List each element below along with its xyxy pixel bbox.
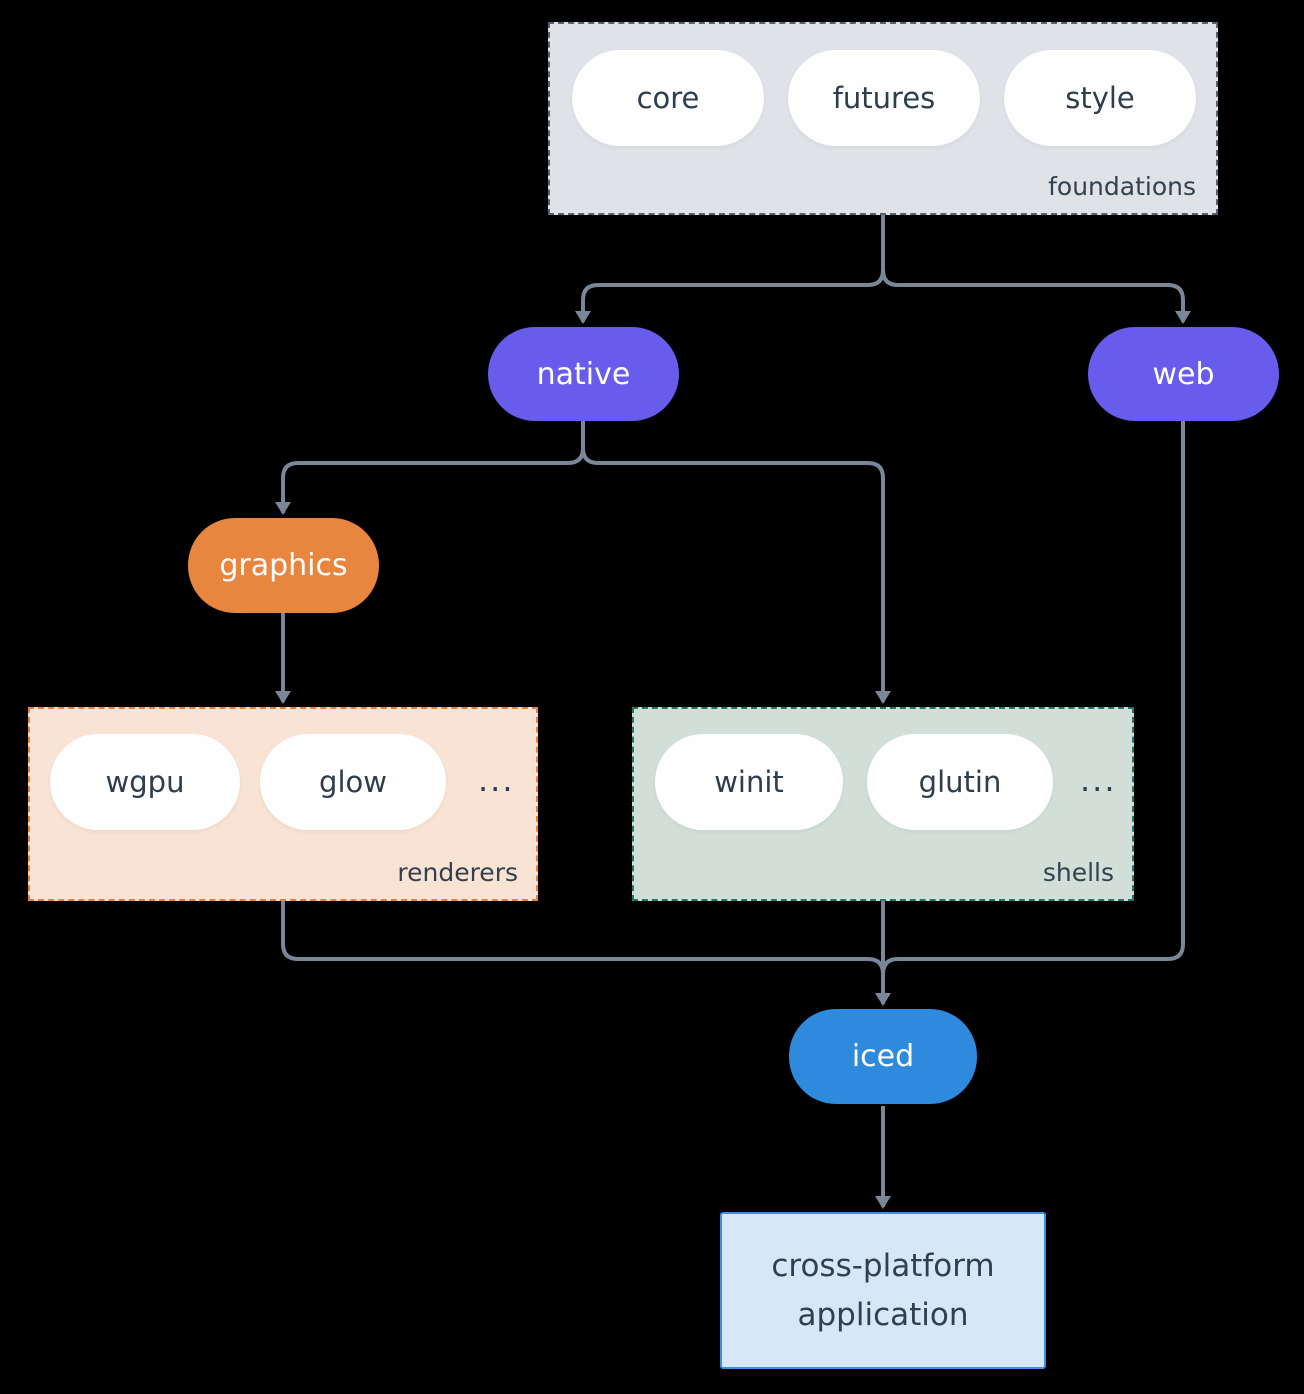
node-glow: glow [260, 734, 446, 830]
node-iced: iced [789, 1009, 977, 1104]
node-wgpu: wgpu [50, 734, 240, 830]
application-label-line2: application [797, 1296, 969, 1333]
node-glutin: glutin [867, 734, 1053, 830]
renderers-ellipsis: ... [478, 761, 515, 799]
node-web: web [1088, 327, 1279, 421]
foundations-group: core futures style foundations [548, 22, 1218, 215]
application-box: cross-platform application [720, 1212, 1046, 1369]
node-native: native [488, 327, 679, 421]
edge-foundations-web [881, 215, 1191, 324]
node-graphics: graphics [188, 518, 379, 613]
node-winit: winit [655, 734, 843, 830]
renderers-label: renderers [397, 858, 518, 887]
shells-ellipsis: ... [1080, 761, 1117, 799]
node-style: style [1004, 50, 1196, 146]
node-core: core [572, 50, 764, 146]
edge-native-shells [581, 421, 891, 704]
shells-group: winit glutin ... shells [632, 707, 1134, 901]
foundations-label: foundations [1048, 172, 1196, 201]
edge-native-graphics [275, 421, 585, 515]
edge-renderers-merge [281, 901, 885, 975]
node-futures: futures [788, 50, 980, 146]
application-label-line1: cross-platform [771, 1248, 995, 1285]
renderers-group: wgpu glow ... renderers [28, 707, 538, 901]
shells-label: shells [1042, 858, 1114, 887]
edge-foundations-native [575, 215, 885, 324]
